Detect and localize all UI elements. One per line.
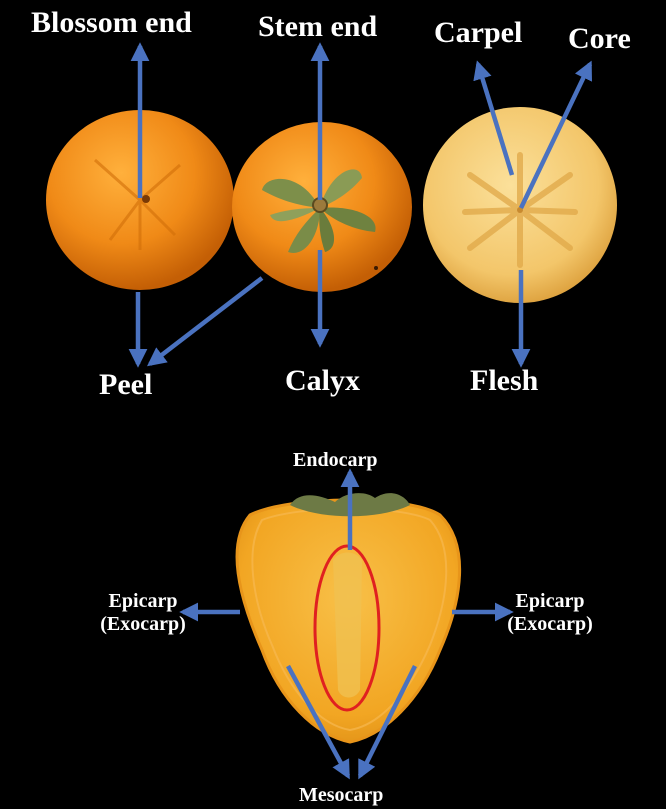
arrow-peel-from-stem	[150, 278, 262, 364]
label-epicarp-right-line1: Epicarp	[490, 590, 610, 613]
label-epicarp-right-line2: (Exocarp)	[490, 613, 610, 636]
label-carpel: Carpel	[434, 18, 522, 48]
label-epicarp-left-line2: (Exocarp)	[83, 613, 203, 636]
label-epicarp-left: Epicarp (Exocarp)	[83, 590, 203, 636]
label-epicarp-right: Epicarp (Exocarp)	[490, 590, 610, 636]
label-peel: Peel	[99, 370, 152, 400]
label-core: Core	[568, 24, 631, 54]
label-blossom-end: Blossom end	[31, 8, 192, 38]
label-calyx: Calyx	[285, 366, 360, 396]
label-endocarp: Endocarp	[293, 450, 377, 470]
label-mesocarp: Mesocarp	[299, 785, 383, 805]
label-flesh: Flesh	[470, 366, 538, 396]
label-stem-end: Stem end	[258, 12, 377, 42]
label-epicarp-left-line1: Epicarp	[83, 590, 203, 613]
